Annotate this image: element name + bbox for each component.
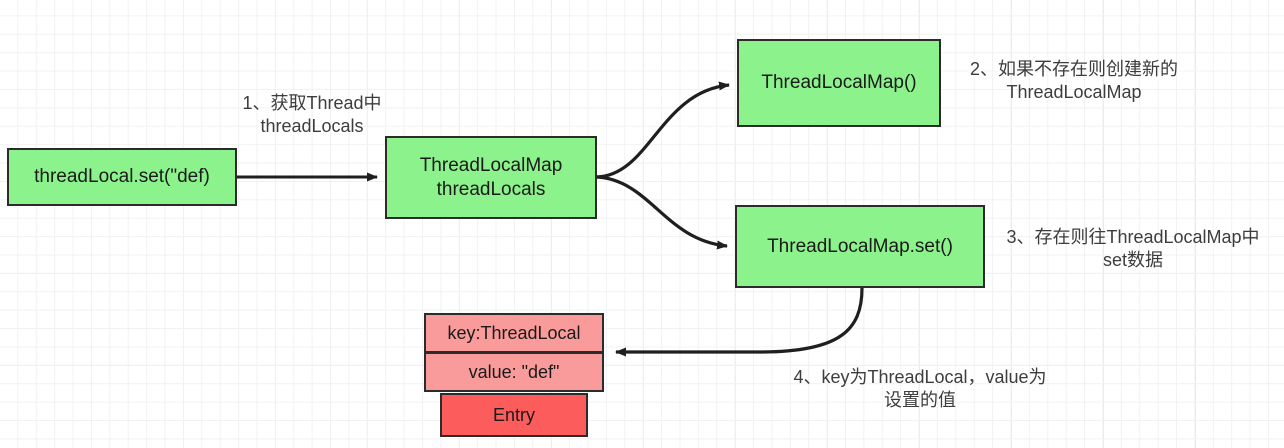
entry-label-row: Entry <box>440 393 588 437</box>
entry-key-row: key:ThreadLocal <box>424 313 604 353</box>
entry-value-row: value: "def" <box>424 352 604 392</box>
annotation-step-2: 2、如果不存在则创建新的 ThreadLocalMap <box>969 59 1178 103</box>
node-threadlocalmap-set: ThreadLocalMap.set() <box>735 205 985 288</box>
node-threadlocal-set-call: threadLocal.set("def) <box>7 148 237 206</box>
arrow-threadlocals-to-map-ctor <box>596 81 730 179</box>
annotation-step-3: 3、存在则往ThreadLocalMap中 set数据 <box>1006 227 1260 271</box>
arrow-map-set-to-entry <box>615 287 864 357</box>
arrow-threadlocals-to-map-set <box>596 175 728 250</box>
annotation-step-1: 1、获取Thread中 threadLocals <box>242 93 382 137</box>
annotation-step-4: 4、key为ThreadLocal，value为 设置的值 <box>793 367 1047 411</box>
node-threadlocalmap-constructor: ThreadLocalMap() <box>737 39 941 127</box>
node-threadlocalmap-threadlocals: ThreadLocalMap threadLocals <box>385 136 597 219</box>
